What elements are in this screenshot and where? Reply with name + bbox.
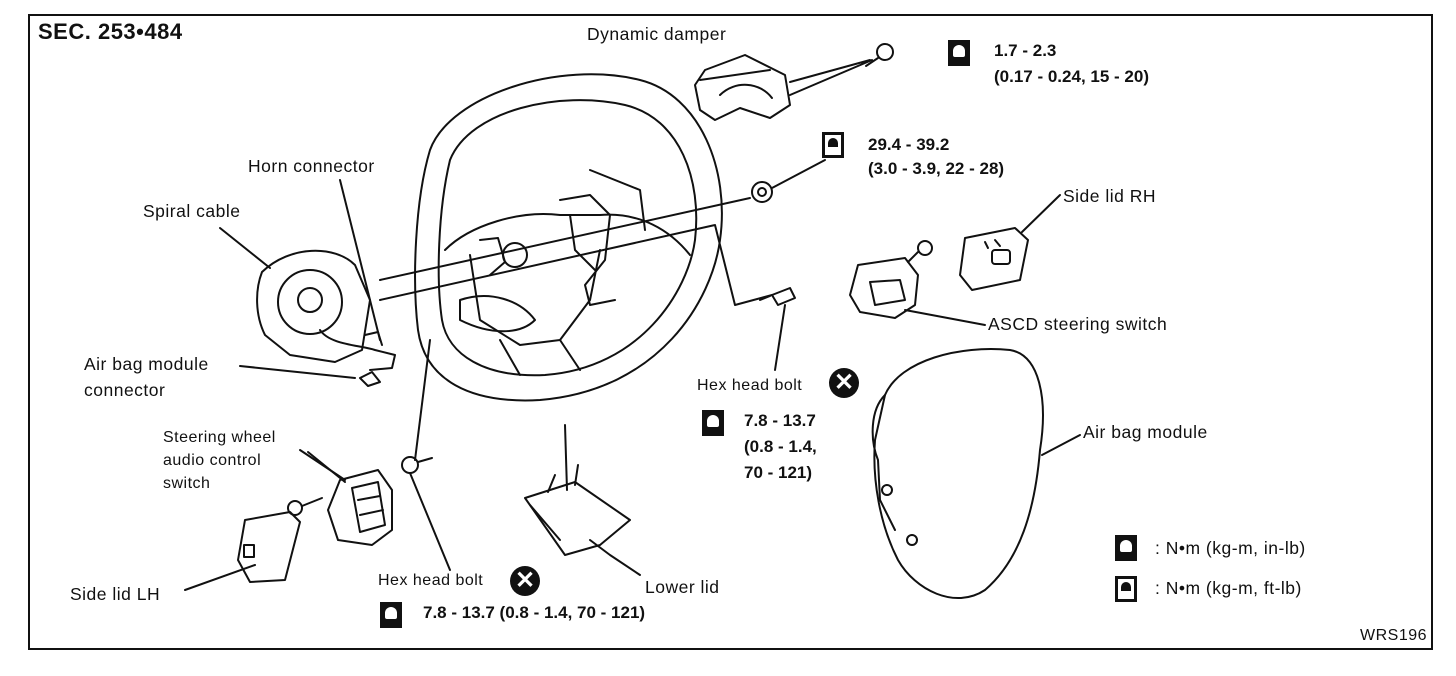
torque-hex-right-alt-1: (0.8 - 1.4,: [744, 437, 817, 456]
torque-hex-right-alt-2: 70 - 121): [744, 463, 813, 482]
torque-wrench-filled-icon: [380, 602, 402, 628]
dynamic-damper-drawing: [694, 43, 894, 121]
label-air-bag-module-connector-2: connector: [84, 380, 166, 400]
legend-torque-wrench-filled-icon: [1115, 535, 1137, 561]
torque-wrench-filled-icon: [702, 410, 724, 436]
label-air-bag-module: Air bag module: [1083, 422, 1208, 442]
legend-in-lb: : N•m (kg-m, in-lb): [1155, 538, 1306, 558]
legend-ft-lb: : N•m (kg-m, ft-lb): [1155, 578, 1302, 598]
side-lid-lh-drawing: [184, 511, 301, 591]
label-horn-connector: Horn connector: [248, 156, 375, 176]
label-hex-head-bolt-right: Hex head bolt: [697, 377, 803, 394]
torque-hex-right-nm: 7.8 - 13.7: [744, 411, 816, 430]
ascd-switch-drawing: [849, 240, 986, 326]
torque-hex-bottom: 7.8 - 13.7 (0.8 - 1.4, 70 - 121): [423, 603, 646, 622]
lower-lid-drawing: [524, 464, 641, 576]
label-spiral-cable: Spiral cable: [143, 201, 241, 221]
torque-nut-alt: (3.0 - 3.9, 22 - 28): [868, 159, 1005, 178]
torque-damper-alt: (0.17 - 0.24, 15 - 20): [994, 67, 1149, 86]
label-lower-lid: Lower lid: [645, 577, 720, 597]
circled-x-icon: ✕: [510, 566, 540, 596]
side-lid-rh-drawing: [959, 194, 1061, 291]
label-audio-switch-1: Steering wheel: [163, 429, 276, 446]
circled-x-icon: ✕: [829, 368, 859, 398]
figure-id: WRS196: [1360, 627, 1428, 644]
torque-nut-nm: 29.4 - 39.2: [868, 135, 950, 154]
label-audio-switch-2: audio control: [163, 452, 262, 469]
torque-damper-nm: 1.7 - 2.3: [994, 41, 1057, 60]
label-dynamic-damper: Dynamic damper: [587, 24, 727, 44]
label-air-bag-module-connector: Air bag module: [84, 354, 209, 374]
section-number: SEC. 253•484: [38, 19, 183, 44]
diagram-frame: [28, 14, 1433, 650]
label-audio-switch-3: switch: [163, 475, 211, 492]
label-side-lid-rh: Side lid RH: [1063, 186, 1157, 206]
steering-wheel-drawing: [414, 73, 723, 402]
torque-wrench-filled-icon: [948, 40, 970, 66]
label-side-lid-lh: Side lid LH: [70, 584, 161, 604]
air-bag-module-drawing: [871, 348, 1081, 600]
torque-wrench-open-icon: [822, 132, 844, 158]
audio-switch-drawing: [287, 449, 393, 546]
label-ascd-steering-switch: ASCD steering switch: [988, 314, 1168, 334]
legend-torque-wrench-open-icon: [1115, 576, 1137, 602]
label-hex-head-bolt-bottom: Hex head bolt: [378, 572, 484, 589]
